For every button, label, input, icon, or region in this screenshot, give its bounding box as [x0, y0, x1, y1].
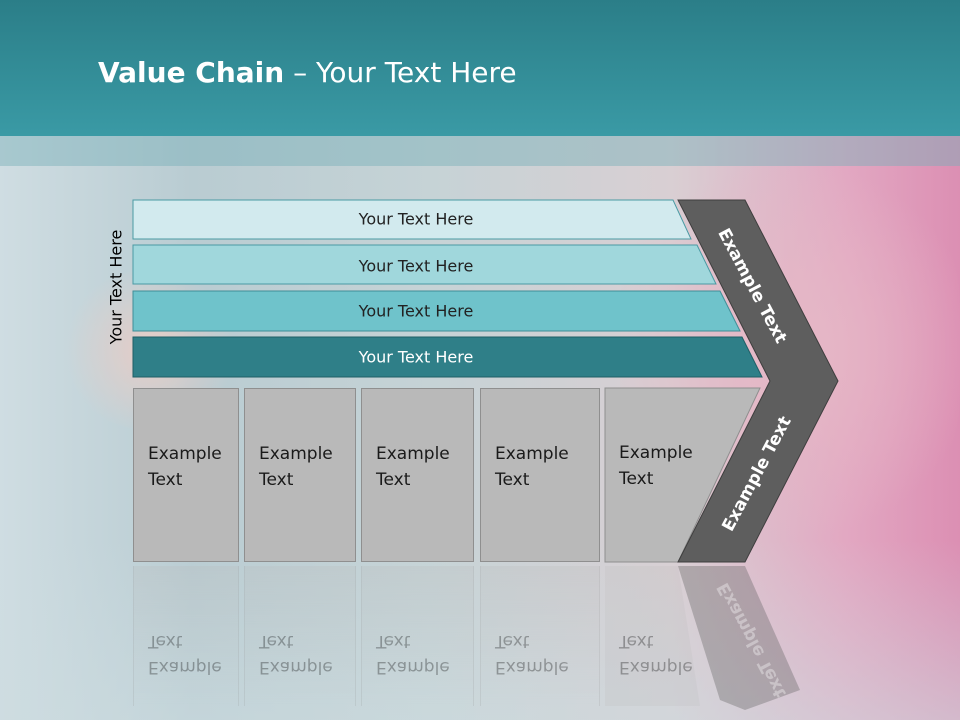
column-3-reflection-line1: Example [376, 657, 450, 677]
bar-2 [132, 244, 717, 285]
bar-2-label: Your Text Here [358, 256, 474, 276]
column-5-line2: Text [619, 469, 654, 489]
column-2-line1: Example [259, 444, 333, 464]
column-2-reflection: Example Text [244, 566, 356, 706]
background-fade [0, 540, 960, 720]
column-2-reflection-line1: Example [259, 657, 333, 677]
column-2-reflection-line2: Text [259, 631, 294, 651]
column-3-line1: Example [376, 444, 450, 464]
column-3-line2: Text [376, 470, 411, 490]
column-5-reflection-line2: Text [619, 631, 654, 651]
column-3-reflection-line2: Text [376, 631, 411, 651]
column-5-line1: Example [619, 443, 693, 463]
column-4-line2: Text [495, 470, 530, 490]
chevron-shape [677, 199, 839, 563]
title-rest: – Your Text Here [284, 56, 517, 89]
column-3-reflection: Example Text [361, 566, 474, 706]
bar-3-label: Your Text Here [358, 301, 474, 321]
column-4-reflection-line2: Text [495, 631, 530, 651]
column-1-reflection-line2: Text [148, 631, 183, 651]
column-1-line1: Example [148, 444, 222, 464]
column-5-reflection-line1: Example [619, 657, 693, 677]
column-1-line2: Text [148, 470, 183, 490]
slide-title: Value Chain – Your Text Here [98, 56, 517, 89]
header-bar [0, 0, 960, 136]
column-4-line1: Example [495, 444, 569, 464]
title-bold: Value Chain [98, 56, 285, 89]
column-4-reflection: Example Text [480, 566, 600, 706]
column-5-reflection: Example Text [605, 566, 705, 706]
bar-3 [132, 290, 741, 332]
last-column-reflection [605, 566, 700, 706]
bar-1-label: Your Text Here [358, 209, 474, 229]
column-1-reflection: Example Text [133, 566, 239, 706]
bar-4 [132, 336, 763, 378]
column-2-line2: Text [259, 470, 294, 490]
bar-4-label: Your Text Here [358, 347, 474, 367]
header-band [0, 136, 960, 166]
chevron-reflection [678, 566, 800, 710]
bar-1 [132, 199, 692, 240]
column-1-reflection-line1: Example [148, 657, 222, 677]
column-4-reflection-line1: Example [495, 657, 569, 677]
